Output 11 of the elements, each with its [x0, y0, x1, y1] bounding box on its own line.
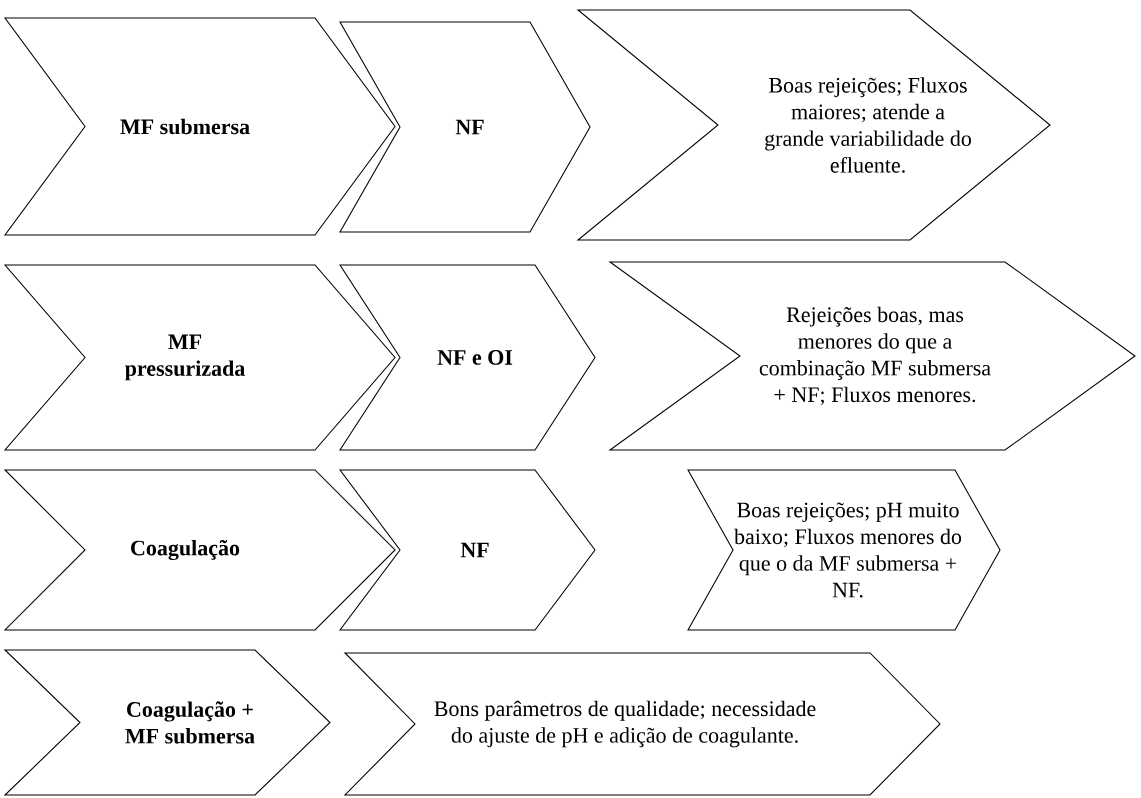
process-step: NF	[339, 21, 591, 233]
process-step: Coagulação	[3, 469, 396, 631]
process-step: NF e OI	[339, 264, 596, 451]
process-step: Boas rejeições; Fluxos maiores; atende a grande variabilidade do efluente.	[576, 9, 1051, 241]
process-step: Bons parâmetros de qualidade; necessidade do ajuste de pH e adição de coagulante.	[343, 652, 941, 796]
process-step: Rejeições boas, mas menores do que a combinação MF submersa + NF; Fluxos menores.	[608, 261, 1136, 451]
process-step: Coagulação + MF submersa	[3, 649, 331, 796]
process-step: MF pressurizada	[3, 264, 396, 451]
process-step: MF submersa	[3, 17, 396, 236]
process-step: Boas rejeições; pH muito baixo; Fluxos menores do que o da MF submersa + NF.	[687, 469, 1001, 631]
process-step: NF	[338, 469, 596, 631]
